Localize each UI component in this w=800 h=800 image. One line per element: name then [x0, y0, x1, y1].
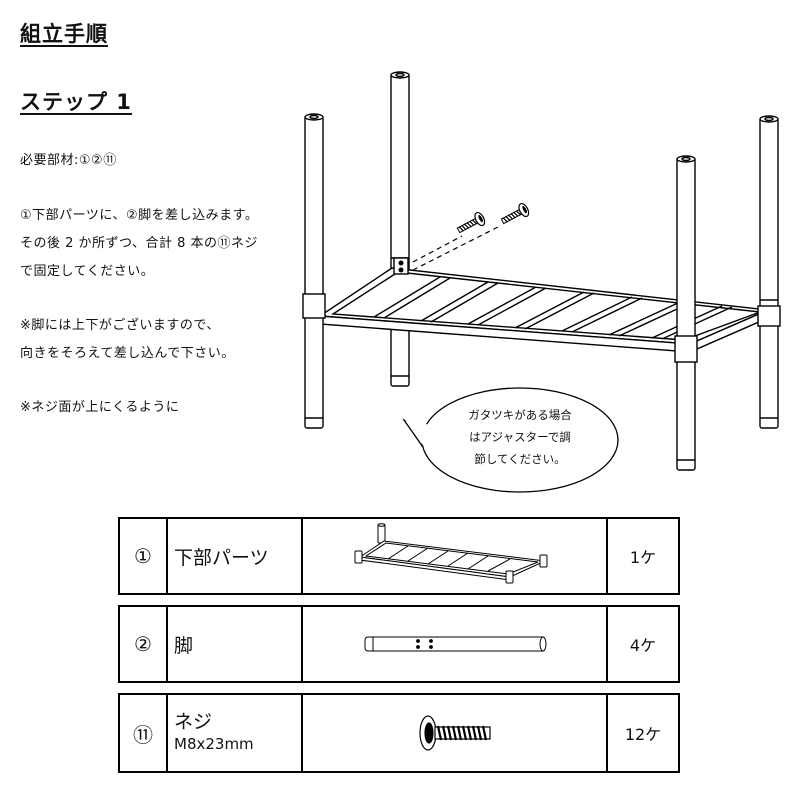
part-number: ①: [120, 519, 168, 593]
guide-line-2: [412, 225, 501, 271]
callout-line-1: ガタツキがある場合: [468, 408, 572, 422]
instruction-line-2: その後 2 か所ずつ、合計 8 本の⑪ネジ: [20, 236, 259, 251]
instruction-line-4: ※脚には上下がございますので、: [20, 318, 220, 333]
back-right-leg: [759, 115, 779, 429]
step-title: ステップ 1: [20, 90, 132, 114]
back-left-leg: [390, 71, 410, 387]
parts-row-screw: ⑪ ネジ M8x23mm 12ケ: [118, 693, 680, 773]
part-name: ネジ: [174, 711, 213, 733]
required-parts-text: 必要部材:①②⑪: [20, 153, 117, 168]
adjuster-callout-bubble: [402, 387, 619, 493]
shelf-frame: [317, 257, 771, 354]
instruction-line-6: ※ネジ面が上にくるように: [20, 400, 180, 415]
part-qty: 4ケ: [629, 636, 657, 655]
parts-row-base-frame: ① 下部パーツ 1ケ: [118, 517, 680, 595]
instruction-line-5: 向きをそろえて差し込んで下さい。: [20, 346, 235, 361]
part-number: ⑪: [120, 695, 168, 771]
front-left-leg: [302, 113, 326, 429]
part-qty: 12ケ: [624, 725, 662, 744]
part-spec: M8x23mm: [174, 735, 254, 753]
leg-pole-icon: [303, 607, 608, 681]
back-right-joint: [757, 305, 781, 327]
shelf-frame-icon: [303, 519, 608, 593]
callout-line-2: はアジャスターで調: [469, 430, 571, 444]
instruction-line-1: ①下部パーツに、②脚を差し込みます。: [20, 208, 259, 223]
part-name-cell: ネジ M8x23mm: [168, 695, 303, 771]
screw-2: [500, 203, 530, 225]
guide-line-1: [412, 235, 463, 263]
part-name: 下部パーツ: [168, 519, 303, 593]
part-qty: 1ケ: [629, 548, 657, 567]
front-right-leg: [674, 155, 698, 471]
part-number: ②: [120, 607, 168, 681]
callout-line-3: 節してください。: [474, 452, 566, 466]
part-name: 脚: [168, 607, 303, 681]
instruction-line-3: で固定してください。: [20, 264, 155, 279]
page-title: 組立手順: [20, 22, 108, 46]
screw-1: [456, 212, 486, 234]
parts-row-leg: ② 脚 4ケ: [118, 605, 680, 683]
screw-icon: [303, 695, 608, 771]
